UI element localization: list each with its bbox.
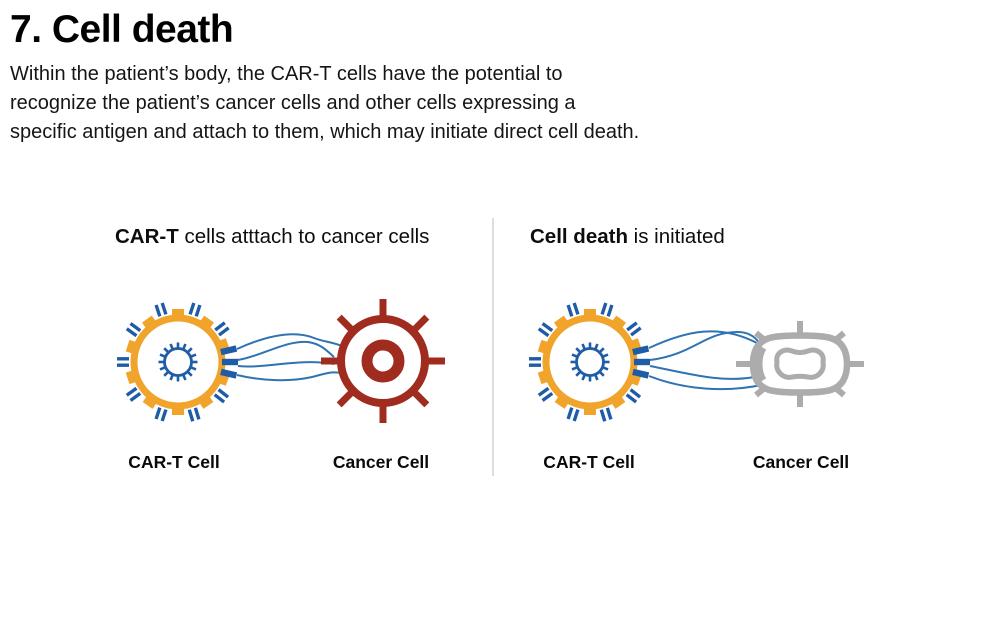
panel-heading-death: Cell death is initiated	[530, 225, 725, 249]
cart-cell-icon	[117, 303, 238, 421]
cell-label-cart-left: CAR-T Cell	[128, 452, 220, 472]
panel-divider	[492, 218, 494, 476]
panel-heading-attach: CAR-T cells atttach to cancer cells	[115, 225, 429, 249]
cart-cell-icon	[529, 303, 650, 421]
cell-label-cancer-left: Cancer Cell	[332, 452, 430, 472]
cell-label-cart-right: CAR-T Cell	[543, 452, 635, 472]
dead-cancer-cell-icon	[736, 321, 864, 407]
panel-heading-death-rest: is initiated	[627, 225, 725, 248]
panel-heading-attach-rest: cells atttach to cancer cells	[178, 225, 430, 248]
cell-label-cancer-right: Cancer Cell	[752, 452, 850, 472]
page-title: 7. Cell death	[10, 8, 234, 51]
binding-tendrils-icon	[648, 330, 767, 391]
binding-tendrils-icon	[236, 333, 345, 382]
cancer-cell-icon	[321, 299, 445, 423]
panel-heading-attach-bold: CAR-T	[115, 225, 179, 248]
description-line: recognize the patient’s cancer cells and…	[10, 92, 576, 114]
panel-heading-death-bold: Cell death	[530, 225, 628, 248]
description-line: Within the patient’s body, the CAR-T cel…	[10, 63, 563, 85]
cells-diagram	[0, 280, 1000, 450]
description-line: specific antigen and attach to them, whi…	[10, 121, 640, 143]
page-description: Within the patient’s body, the CAR-T cel…	[10, 60, 639, 147]
